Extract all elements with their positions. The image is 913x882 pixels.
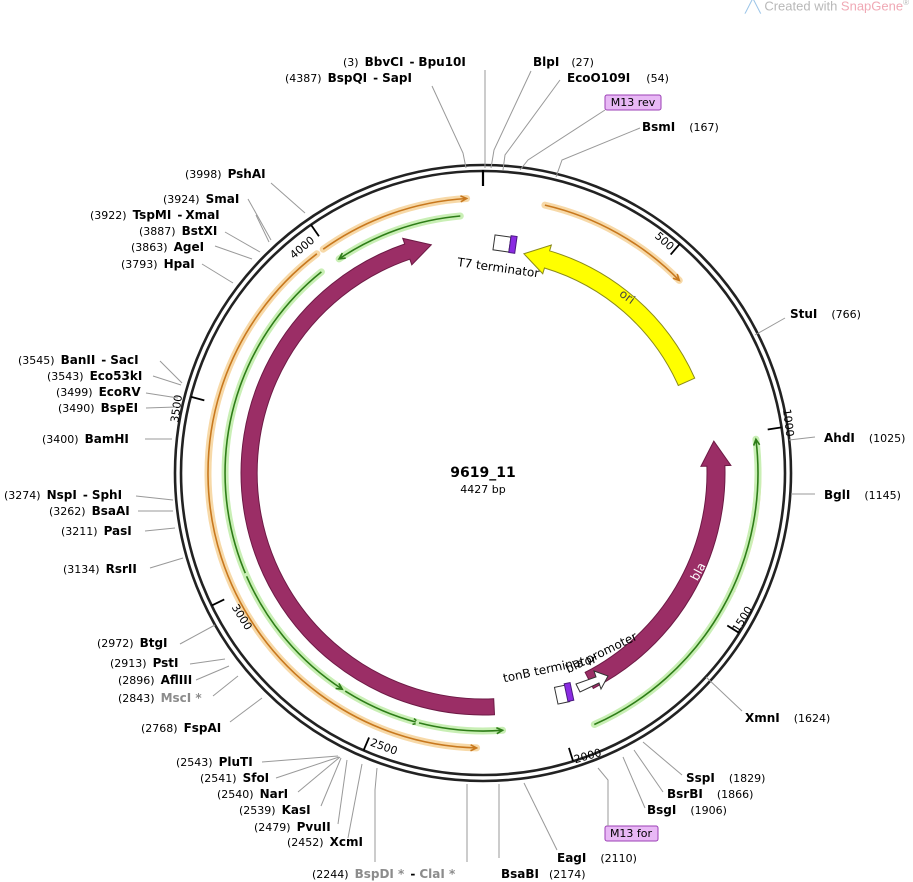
svg-text:(2541)SfoI: (2541)SfoI — [200, 771, 269, 785]
enzyme-leader-lines — [135, 70, 816, 862]
watermark-logo-icon: ╱╲ — [745, 0, 761, 14]
svg-text:(2452)XcmI: (2452)XcmI — [287, 835, 363, 849]
orf-arc-orange-top-left[interactable] — [322, 197, 467, 250]
orf-arc-green-lower-left-arrowhead — [335, 683, 344, 691]
svg-text:EagI(2110): EagI(2110) — [557, 851, 637, 865]
tick-label-1500: 1500 — [730, 604, 756, 635]
orf-arc-orange-top-left-arrowhead — [460, 195, 469, 203]
plasmid-length: 4427 bp — [460, 483, 505, 496]
svg-text:(2539)KasI: (2539)KasI — [239, 803, 311, 817]
scale-tick-1500 — [726, 624, 740, 634]
mfl404-label: Mfl404 — [274, 506, 296, 549]
bla-feature[interactable] — [584, 440, 732, 690]
orf-arc-orange-left[interactable] — [207, 253, 477, 749]
orf-arc-green-lower-left[interactable] — [245, 575, 343, 690]
orf-arc-green-right-halo — [590, 435, 762, 728]
enzyme-labels: (3)BbvCI-Bpu10I (4387)BspQI-SapI BlpI(27… — [4, 55, 905, 881]
svg-text:SspI(1829): SspI(1829) — [686, 771, 765, 785]
tick-label-1000: 1000 — [780, 408, 796, 437]
svg-text:(3400)BamHI: (3400)BamHI — [42, 432, 129, 446]
scale-tick-1000 — [767, 426, 782, 431]
scale-tick-3000 — [211, 598, 225, 607]
svg-text:(3793)HpaI: (3793)HpaI — [121, 257, 195, 271]
scale-tick-500 — [669, 243, 681, 256]
svg-text:BsrBI(1866): BsrBI(1866) — [667, 787, 753, 801]
svg-text:(2896)AflIII: (2896)AflIII — [118, 673, 192, 687]
orf-arc-orange-top-right[interactable] — [544, 204, 680, 281]
t7-terminator-label: T7 terminator — [455, 255, 540, 281]
svg-text:(3924)SmaI: (3924)SmaI — [163, 192, 239, 206]
scale-tick-3500 — [190, 395, 205, 402]
svg-text:(3134)RsrII: (3134)RsrII — [63, 562, 137, 576]
orf-arc-orange-top-right-arrowhead — [672, 273, 681, 282]
svg-text:BlpI(27): BlpI(27) — [533, 55, 594, 69]
svg-text:BsaBI(2174): BsaBI(2174) — [501, 867, 586, 881]
snapgene-watermark: ╱╲ Created with SnapGene® — [745, 0, 909, 14]
scale-tick-2500 — [362, 737, 370, 751]
svg-text:(3499)EcoRV: (3499)EcoRV — [56, 385, 141, 399]
svg-text:BsmI(167): BsmI(167) — [642, 120, 719, 134]
mfl404-feature[interactable] — [240, 237, 496, 716]
svg-text:(3543)Eco53kI: (3543)Eco53kI — [47, 369, 142, 383]
plasmid-name: 9619_11 — [450, 465, 515, 481]
scale-tick-4000 — [310, 224, 320, 237]
orf-arc-orange-left-arrowhead — [470, 744, 479, 752]
scale-ticks — [190, 224, 782, 762]
svg-text:(2543)PluTI: (2543)PluTI — [176, 755, 253, 769]
svg-text:(3211)PasI: (3211)PasI — [61, 524, 132, 538]
orf-arc-green-top[interactable] — [338, 215, 461, 260]
svg-text:(3)BbvCI-Bpu10I: (3)BbvCI-Bpu10I — [343, 55, 466, 69]
svg-text:(3490)BspEI: (3490)BspEI — [58, 401, 138, 415]
svg-text:EcoO109I(54): EcoO109I(54) — [567, 71, 669, 85]
m13-rev-label: M13 rev — [611, 96, 656, 109]
tick-label-3500: 3500 — [168, 394, 185, 424]
orf-arcs-inner — [221, 212, 762, 735]
svg-text:(3262)BsaAI: (3262)BsaAI — [49, 504, 130, 518]
m13-for-label: M13 for — [610, 827, 653, 840]
svg-text:(3274)NspI-SphI: (3274)NspI-SphI — [4, 488, 122, 502]
m13-for-primer[interactable]: M13 for — [604, 825, 659, 842]
svg-text:BglI(1145): BglI(1145) — [824, 488, 901, 502]
svg-text:AhdI(1025): AhdI(1025) — [824, 431, 905, 445]
svg-text:(3863)AgeI: (3863)AgeI — [131, 240, 204, 254]
svg-text:(2913)PstI: (2913)PstI — [110, 656, 179, 670]
m13-rev-primer[interactable]: M13 rev — [604, 94, 662, 111]
watermark-prefix: Created with — [764, 0, 841, 14]
svg-text:(2244)BspDI *-ClaI *: (2244)BspDI *-ClaI * — [312, 867, 456, 881]
svg-text:StuI(766): StuI(766) — [790, 307, 861, 321]
svg-text:(2972)BtgI: (2972)BtgI — [97, 636, 168, 650]
orf-arc-green-bottom[interactable] — [418, 722, 503, 732]
orf-arc-green-right[interactable] — [593, 439, 759, 726]
svg-text:(2540)NarI: (2540)NarI — [217, 787, 288, 801]
svg-text:(2768)FspAI: (2768)FspAI — [141, 721, 221, 735]
svg-text:(2843)MscI *: (2843)MscI * — [118, 691, 202, 705]
svg-text:(3922)TspMI-XmaI: (3922)TspMI-XmaI — [90, 208, 220, 222]
orf-arc-green-top-arrowhead — [337, 252, 346, 260]
svg-text:(2479)PvuII: (2479)PvuII — [254, 820, 331, 834]
svg-text:XmnI(1624): XmnI(1624) — [745, 711, 830, 725]
orf-arc-orange-top-left-halo — [319, 195, 471, 253]
svg-text:(3545)BanII-SacI: (3545)BanII-SacI — [18, 353, 139, 367]
bla-promoter-feature[interactable] — [575, 670, 609, 693]
svg-text:BsgI(1906): BsgI(1906) — [647, 803, 727, 817]
t7-terminator-feature[interactable] — [492, 234, 518, 254]
ori-feature[interactable] — [523, 244, 696, 387]
tick-label-500: 500 — [652, 230, 676, 254]
orf-arc-green-right-arrowhead — [752, 437, 761, 446]
scale-tick-2000 — [568, 747, 574, 762]
svg-text:(3887)BstXI: (3887)BstXI — [139, 224, 217, 238]
watermark-brand: SnapGene — [840, 0, 904, 14]
svg-text:(3998)PshAI: (3998)PshAI — [185, 167, 266, 181]
svg-text:(4387)BspQI-SapI: (4387)BspQI-SapI — [285, 71, 412, 85]
orf-arc-green-bottom-arrowhead — [496, 726, 505, 735]
tonb-terminator-feature[interactable] — [553, 681, 575, 705]
